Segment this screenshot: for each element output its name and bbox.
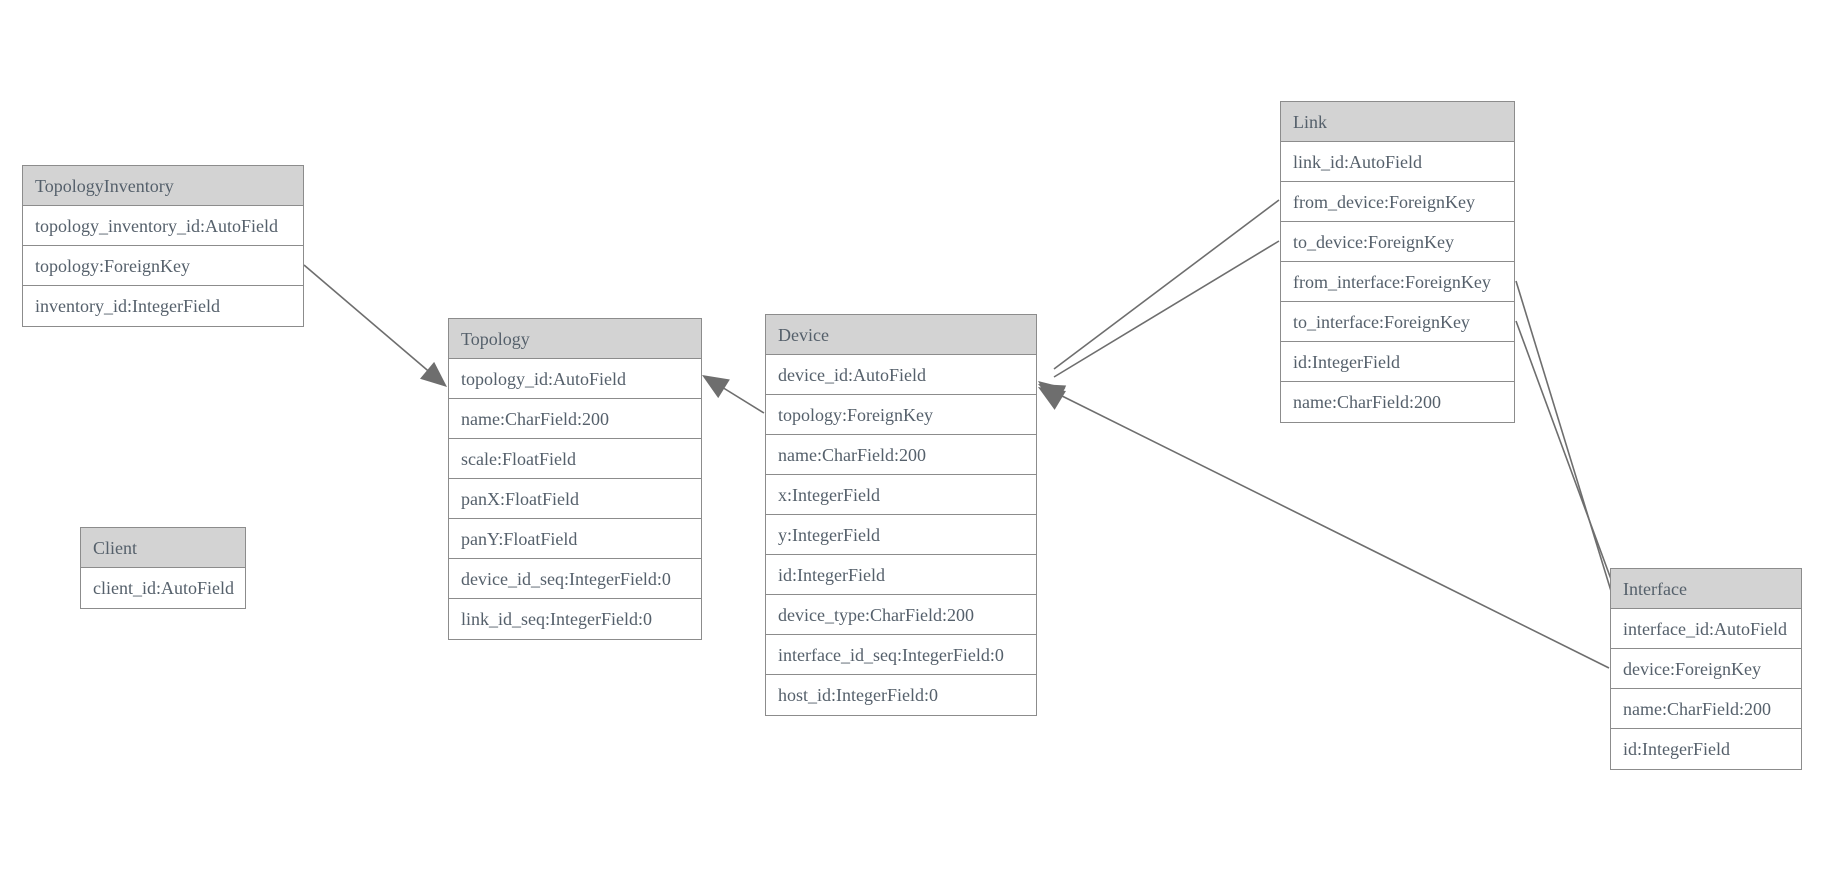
entity-title-interface: Interface: [1611, 569, 1801, 609]
relationship-topologyinventory-to-topology: [303, 264, 447, 387]
entity-field-row: to_interface:ForeignKey: [1281, 302, 1514, 342]
entity-field-row: device:ForeignKey: [1611, 649, 1801, 689]
entity-field-row: topology:ForeignKey: [23, 246, 303, 286]
entity-field-row: client_id:AutoField: [81, 568, 245, 608]
relationship-link-todevice-to-device: [1038, 240, 1280, 410]
relationship-line: [303, 264, 434, 376]
entity-field-row: inventory_id:IntegerField: [23, 286, 303, 326]
entity-field-row: topology_inventory_id:AutoField: [23, 206, 303, 246]
entity-field-row: from_device:ForeignKey: [1281, 182, 1514, 222]
relationship-line: [716, 383, 765, 414]
entity-title-link: Link: [1281, 102, 1514, 142]
entity-title-client: Client: [81, 528, 245, 568]
entity-field-row: y:IntegerField: [766, 515, 1036, 555]
entity-title-topology: Topology: [449, 319, 701, 359]
entity-field-row: name:CharField:200: [1611, 689, 1801, 729]
entity-field-row: id:IntegerField: [766, 555, 1036, 595]
entity-field-row: host_id:IntegerField:0: [766, 675, 1036, 715]
entity-field-row: name:CharField:200: [766, 435, 1036, 475]
entity-field-row: interface_id_seq:IntegerField:0: [766, 635, 1036, 675]
relationship-device-to-topology: [702, 375, 765, 414]
entity-field-row: topology:ForeignKey: [766, 395, 1036, 435]
entity-field-row: link_id_seq:IntegerField:0: [449, 599, 701, 639]
relationship-line: [1053, 391, 1610, 669]
relationship-line: [1053, 240, 1280, 378]
entity-field-row: from_interface:ForeignKey: [1281, 262, 1514, 302]
entity-field-row: device_id:AutoField: [766, 355, 1036, 395]
entity-field-row: link_id:AutoField: [1281, 142, 1514, 182]
entity-field-row: panY:FloatField: [449, 519, 701, 559]
entity-field-row: device_id_seq:IntegerField:0: [449, 559, 701, 599]
entity-field-row: id:IntegerField: [1611, 729, 1801, 769]
entity-field-row: interface_id:AutoField: [1611, 609, 1801, 649]
entity-field-row: id:IntegerField: [1281, 342, 1514, 382]
relationship-link-fromdevice-to-device: [1038, 199, 1280, 406]
entity-field-row: to_device:ForeignKey: [1281, 222, 1514, 262]
entity-field-row: topology_id:AutoField: [449, 359, 701, 399]
relationship-line: [1053, 199, 1280, 370]
entity-field-row: name:CharField:200: [449, 399, 701, 439]
relationship-arrowhead: [1038, 387, 1066, 410]
entity-title-topology-inventory: TopologyInventory: [23, 166, 303, 206]
entity-title-device: Device: [766, 315, 1036, 355]
entity-field-row: x:IntegerField: [766, 475, 1036, 515]
entity-field-row: scale:FloatField: [449, 439, 701, 479]
entity-field-row: name:CharField:200: [1281, 382, 1514, 422]
entity-field-row: device_type:CharField:200: [766, 595, 1036, 635]
relationship-arrowhead: [1038, 384, 1067, 406]
entity-field-row: panX:FloatField: [449, 479, 701, 519]
